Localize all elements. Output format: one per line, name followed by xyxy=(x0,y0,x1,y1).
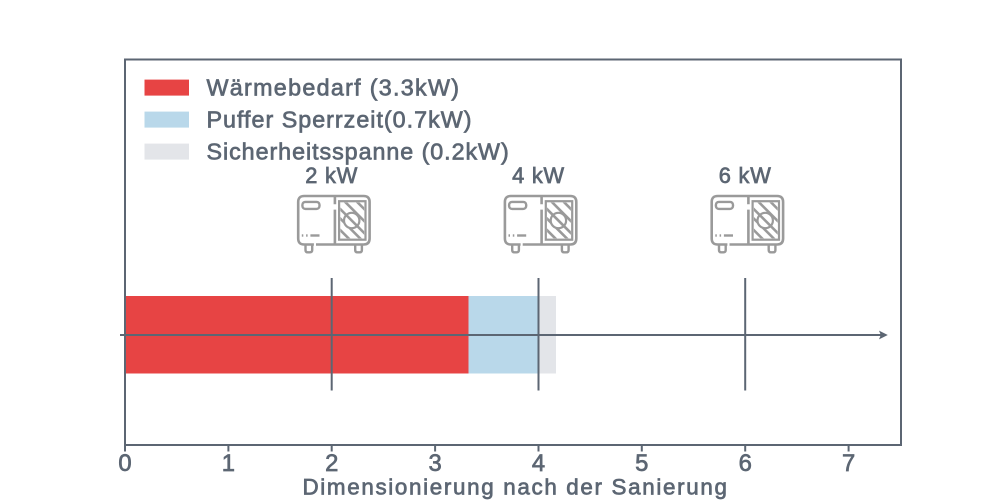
svg-text:Wärmebedarf (3.3kW): Wärmebedarf (3.3kW) xyxy=(207,75,461,101)
svg-text:Puffer Sperrzeit(0.7kW): Puffer Sperrzeit(0.7kW) xyxy=(207,107,473,133)
svg-text:2: 2 xyxy=(325,450,338,477)
svg-text:1: 1 xyxy=(222,450,235,477)
svg-text:6: 6 xyxy=(739,450,752,477)
svg-text:0: 0 xyxy=(118,450,131,477)
svg-text:Sicherheitsspanne (0.2kW): Sicherheitsspanne (0.2kW) xyxy=(207,139,510,165)
svg-text:4 kW: 4 kW xyxy=(512,163,565,188)
svg-text:6 kW: 6 kW xyxy=(719,163,772,188)
svg-text:Dimensionierung nach der Sanie: Dimensionierung nach der Sanierung xyxy=(302,475,728,500)
svg-text:7: 7 xyxy=(842,450,855,477)
svg-text:4: 4 xyxy=(532,450,545,477)
svg-text:3: 3 xyxy=(428,450,441,477)
svg-text:2 kW: 2 kW xyxy=(305,163,358,188)
svg-text:5: 5 xyxy=(635,450,648,477)
